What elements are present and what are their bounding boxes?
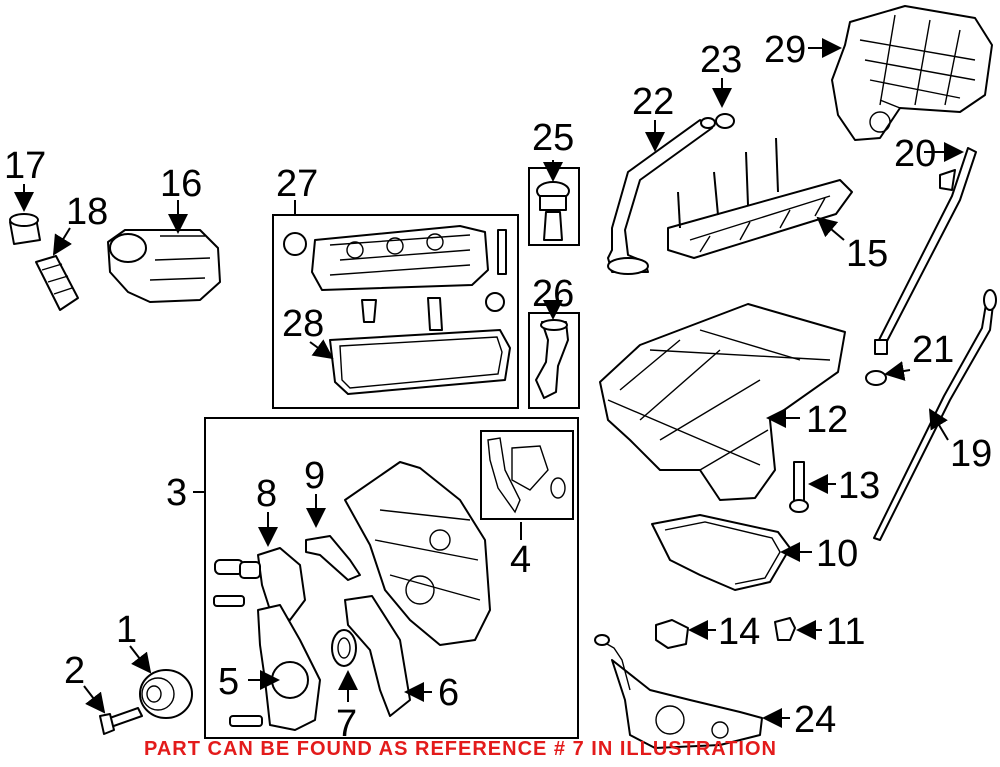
oil-filter-housing: [107, 229, 221, 303]
timing-gasket-set: [487, 437, 566, 514]
callout-24: 24: [794, 699, 836, 741]
callout-6: 6: [438, 672, 459, 714]
oil-filter-cap: [9, 213, 41, 245]
callout-25: 25: [532, 117, 574, 159]
water-pump: [229, 604, 321, 731]
callout-28: 28: [282, 303, 324, 345]
valve-cover-group-box: [272, 214, 519, 409]
crank-seal: [331, 629, 357, 667]
oil-pickup-tube: [607, 117, 716, 275]
callout-29: 29: [764, 29, 806, 71]
windage-tray: [667, 137, 853, 259]
crankshaft-pulley: [139, 669, 193, 719]
callout-4: 4: [510, 539, 531, 581]
callout-18: 18: [66, 191, 108, 233]
callout-12: 12: [806, 399, 848, 441]
callout-16: 16: [160, 163, 202, 205]
callout-26: 26: [532, 273, 574, 315]
pan-bolt-small: [774, 617, 796, 641]
callout-11: 11: [826, 611, 865, 653]
pulley-bolt: [99, 707, 143, 735]
oil-filter-element: [35, 255, 79, 311]
reference-note: PART CAN BE FOUND AS REFERENCE # 7 IN IL…: [144, 738, 777, 760]
callout-20: 20: [894, 133, 936, 175]
callout-17: 17: [4, 145, 46, 187]
callout-2: 2: [64, 650, 85, 692]
timing-cover: [344, 461, 491, 646]
callout-8: 8: [256, 473, 277, 515]
callout-10: 10: [816, 533, 858, 575]
callout-15: 15: [846, 233, 888, 275]
callout-numbers: 1 2 3 4 5 6 7 8 9 10 11 12 13 14 15 16 1…: [4, 29, 992, 745]
timing-cover-gasket: [344, 595, 411, 717]
tensioner: [213, 547, 306, 621]
oil-pan-upper: [599, 303, 846, 501]
callout-21: 21: [912, 329, 954, 371]
oil-pan-lower: [651, 514, 791, 591]
callout-14: 14: [718, 611, 760, 653]
chain-guide: [305, 535, 361, 581]
callout-1: 1: [116, 609, 137, 651]
valve-cover: [283, 225, 507, 331]
oil-pan-bolt: [789, 461, 809, 513]
valve-cover-gasket: [329, 329, 511, 395]
callout-27: 27: [276, 163, 318, 205]
dipstick-tube: [874, 147, 977, 355]
dipstick-o-ring: [865, 370, 887, 386]
drain-plug: [655, 619, 689, 649]
dipstick: [873, 289, 997, 541]
oil-filler-tube: [535, 319, 569, 399]
gasket-set-box: [480, 430, 574, 520]
oil-filler-cap: [536, 181, 570, 241]
intake-manifold: [831, 5, 993, 141]
oil-pump: [594, 634, 763, 749]
callout-3: 3: [166, 472, 187, 514]
leader-lines: [14, 38, 964, 728]
callout-19: 19: [950, 433, 992, 475]
callout-7: 7: [336, 703, 357, 745]
callout-22: 22: [632, 81, 674, 123]
timing-cover-group-box: [204, 417, 579, 739]
callout-5: 5: [218, 661, 239, 703]
callout-13: 13: [838, 465, 880, 507]
callout-9: 9: [304, 455, 325, 497]
o-ring-seal: [715, 113, 735, 129]
callout-23: 23: [700, 39, 742, 81]
